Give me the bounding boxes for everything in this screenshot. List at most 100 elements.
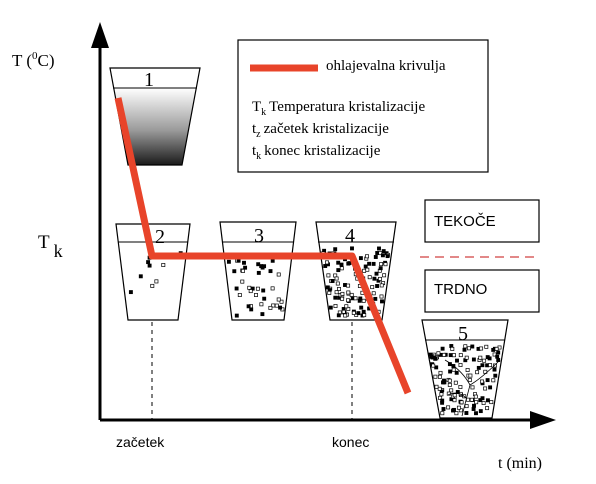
state-liquid-label: TEKOČE [434, 213, 496, 230]
crystal-dot [241, 268, 245, 273]
crystal-dot [242, 260, 246, 265]
crystal-dot [381, 249, 386, 254]
beaker-5-grain-boundaries [444, 359, 501, 417]
cooling-curve [114, 97, 412, 395]
crystal-dot [446, 405, 451, 410]
crystal-dot [333, 295, 338, 300]
crystal-dot [340, 296, 345, 301]
axes [91, 22, 556, 429]
crystal-dot [429, 354, 434, 359]
crystal-dot [260, 312, 265, 317]
crystal-dot [453, 380, 458, 385]
crystal-dot [240, 279, 245, 284]
crystal-dot [370, 285, 375, 290]
crystal-dot [378, 251, 383, 256]
legend-line-tk2-symbol: t [252, 143, 257, 159]
crystal-dot [454, 370, 459, 375]
crystal-dot [440, 411, 445, 416]
legend-box [237, 39, 489, 173]
crystal-dot [476, 365, 481, 370]
crystal-dot [350, 246, 354, 251]
crystal-dot [278, 305, 283, 310]
crystal-dot [255, 286, 260, 291]
crystal-dot [362, 268, 367, 273]
y-axis-label-end: C) [38, 51, 55, 70]
y-axis-arrow [91, 22, 109, 48]
crystal-dot [247, 285, 252, 290]
beaker-4-number: 4 [345, 225, 355, 247]
crystal-dot [375, 251, 380, 255]
crystal-dot [270, 258, 275, 263]
legend-line-tz-text: začetek kristalizacije [264, 121, 390, 137]
crystal-dot [353, 296, 358, 301]
crystal-dot [367, 275, 372, 280]
crystal-dot [339, 262, 344, 267]
crystal-dot [449, 388, 454, 393]
crystal-dot [336, 313, 341, 318]
crystal-dot [336, 268, 341, 273]
crystal-dot [259, 302, 264, 307]
state-solid-box [424, 269, 540, 313]
crystal-dot [237, 293, 242, 297]
start-marker-label: začetek [116, 434, 165, 450]
crystal-dot [455, 358, 459, 363]
crystal-dot [478, 398, 483, 403]
crystal-dot [383, 262, 388, 267]
crystal-dot [154, 279, 159, 284]
crystal-dot [447, 378, 452, 383]
crystal-dot [471, 357, 476, 362]
beaker-3-number: 3 [254, 225, 264, 247]
crystal-dot [343, 283, 347, 287]
crystal-dot [466, 397, 470, 402]
beaker-5: 5 [421, 319, 509, 419]
legend-line-tk-symbol: T [252, 99, 261, 115]
crystal-dot [458, 385, 463, 389]
crystal-dot [440, 346, 445, 351]
crystal-dot [362, 313, 367, 318]
crystal-dot [150, 283, 155, 288]
crystal-dot [484, 344, 489, 349]
crystal-dot [339, 266, 344, 271]
crystal-dot [442, 378, 446, 383]
crystal-dot [346, 298, 350, 303]
crystal-dot [261, 288, 266, 293]
crystal-dot [327, 290, 332, 295]
crystal-dot [483, 386, 488, 391]
crystal-dot [374, 271, 379, 276]
state-liquid: TEKOČE [424, 199, 540, 243]
crystal-dot [442, 352, 446, 357]
crystal-dot [256, 262, 261, 267]
crystal-dot [346, 283, 351, 288]
crystal-dot [431, 363, 436, 368]
crystal-dot [468, 373, 473, 378]
crystal-dot [469, 397, 474, 402]
crystal-dot [452, 393, 457, 398]
crystal-dot [470, 344, 475, 349]
crystal-dot [465, 368, 470, 372]
y-axis-label: T (0C) [12, 50, 55, 70]
crystal-dot [473, 394, 478, 399]
crystal-dot [161, 263, 166, 267]
crystal-dot [482, 358, 487, 363]
crystal-dot [268, 269, 273, 274]
crystal-dot [346, 306, 351, 311]
crystal-dot [377, 246, 381, 251]
crystal-dot [493, 363, 497, 368]
crystal-dot [475, 370, 480, 375]
state-solid: TRDNO [424, 269, 540, 313]
crystal-dot [452, 398, 457, 403]
crystal-dot [439, 392, 444, 397]
crystal-dot [464, 404, 469, 409]
crystal-dot [349, 292, 354, 297]
crystal-dot [146, 260, 151, 265]
crystal-dot [373, 296, 378, 301]
crystal-dot [256, 270, 261, 275]
crystal-dot [451, 367, 456, 372]
crystal-dot [333, 247, 338, 252]
legend-line-tz-symbol: t [252, 121, 257, 137]
crystal-dot [438, 395, 443, 400]
crystal-dot [343, 313, 348, 318]
crystal-dot [325, 260, 329, 265]
